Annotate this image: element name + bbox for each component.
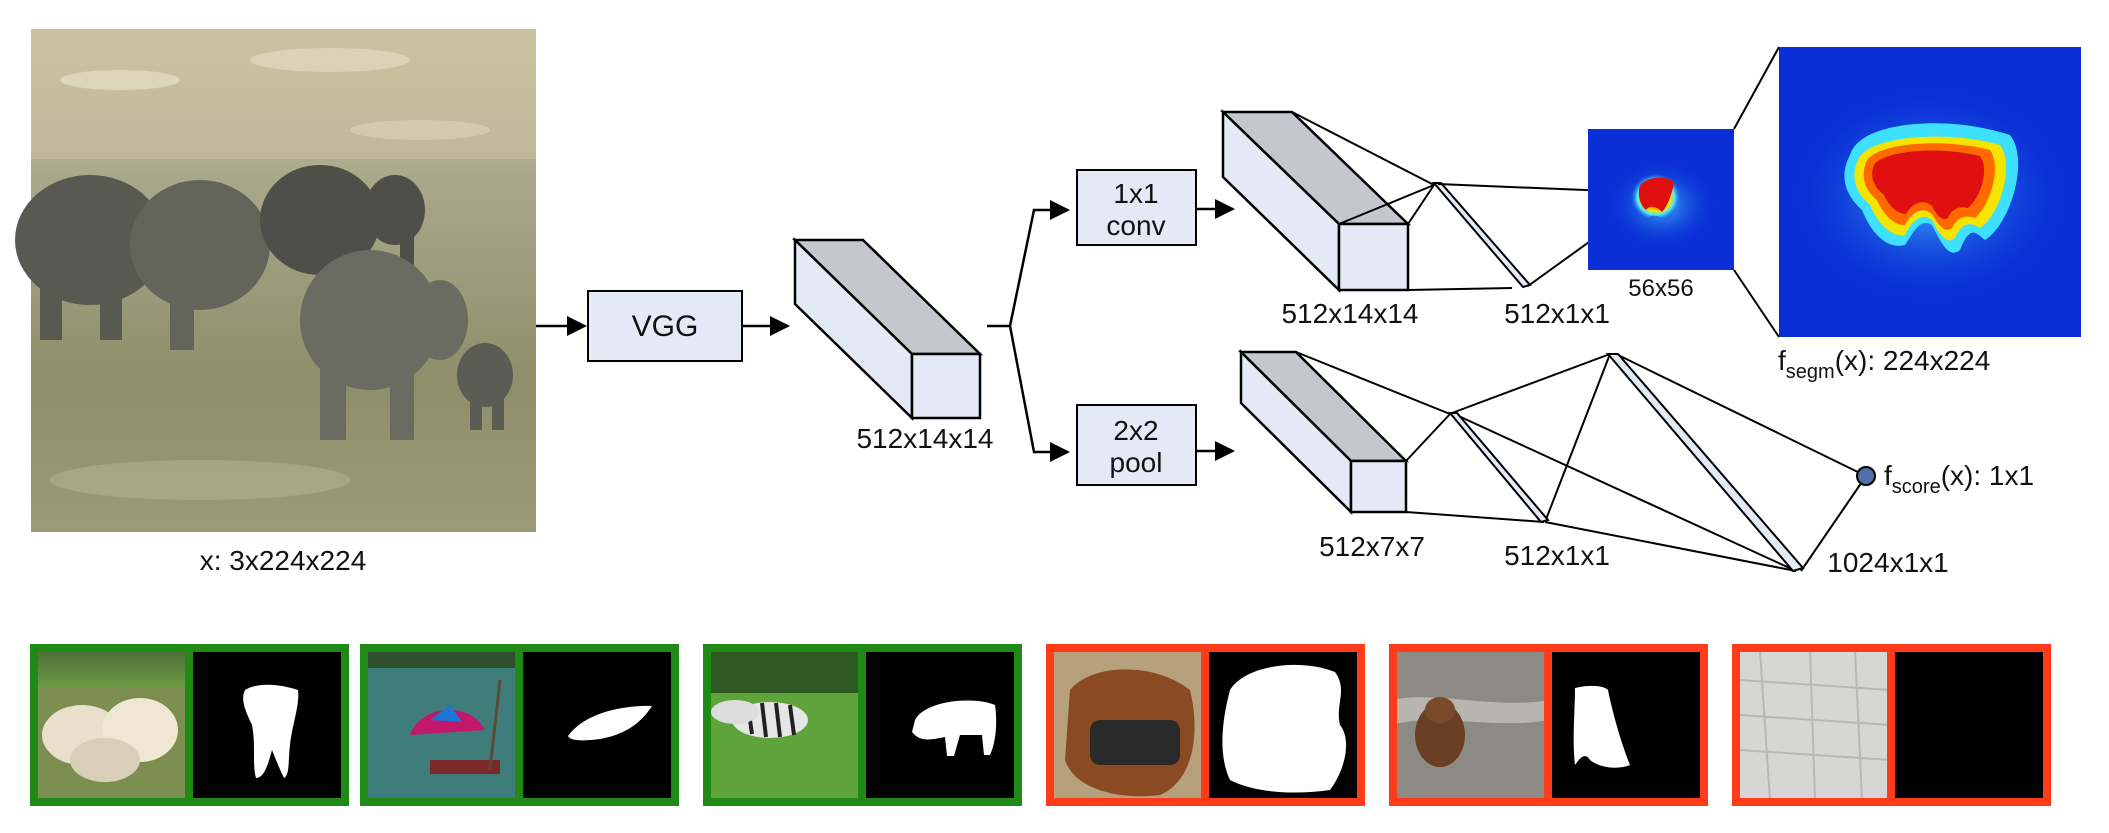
score-fc2-dims: 1024x1x1 xyxy=(1827,547,1948,578)
vgg-box: VGG xyxy=(587,290,743,362)
seg-output-sub: segm xyxy=(1786,361,1835,383)
score-fc1-layer xyxy=(1447,412,1550,524)
seg-output-rest: (x): 224x224 xyxy=(1835,345,1991,376)
seg-fc-connections xyxy=(1291,111,1513,291)
zoom-line-top xyxy=(1733,46,1780,130)
score-fc2-layer xyxy=(1605,353,1805,573)
zebra-mask xyxy=(912,700,997,756)
zebra-photo xyxy=(711,700,808,738)
pavement-mask xyxy=(1891,648,2047,802)
mask-heatmap-small xyxy=(1588,129,1734,270)
umbrella-mask xyxy=(568,705,652,741)
example-pair-pavement xyxy=(1732,644,2051,806)
seg-fc-dims: 512x1x1 xyxy=(1504,298,1610,329)
elephant-herd xyxy=(15,165,513,440)
pool-line2: pool xyxy=(1110,447,1163,478)
conv-line1: 1x1 xyxy=(1113,178,1158,209)
bear-photo xyxy=(1415,703,1465,767)
umbrella-photo xyxy=(410,709,485,735)
example-pair-bear xyxy=(1389,644,1708,806)
score-feature-dims: 512x7x7 xyxy=(1319,531,1425,562)
sheep-mask xyxy=(243,684,299,778)
score-output-f: f xyxy=(1884,460,1892,491)
score-feature-block xyxy=(1237,349,1410,515)
mask-small-dims: 56x56 xyxy=(1628,275,1693,302)
seg-fc-layer xyxy=(1431,182,1532,289)
vgg-label: VGG xyxy=(632,310,699,343)
branch-fork xyxy=(987,200,1070,462)
example-pair-zebra xyxy=(703,644,1022,806)
input-image xyxy=(15,29,536,532)
example-pair-backpack xyxy=(1046,644,1365,806)
pool-line1: 2x2 xyxy=(1113,415,1158,446)
example-pair-sheep xyxy=(30,644,349,806)
conv-line2: conv xyxy=(1106,210,1165,241)
trunk-dims: 512x14x14 xyxy=(856,423,993,454)
seg-feature-block xyxy=(1219,109,1412,293)
conv-1x1-box: 1x1 conv xyxy=(1076,169,1197,246)
trunk-feature-block xyxy=(791,237,984,421)
pavement-photo xyxy=(1739,649,1891,801)
score-output-sub: score xyxy=(1892,476,1941,498)
backpack-mask xyxy=(1222,664,1347,793)
seg-output-f: f xyxy=(1778,345,1786,376)
zoom-line-bottom xyxy=(1733,269,1780,338)
score-output-label: fscore(x): 1x1 xyxy=(1884,460,2034,498)
score-fc-connections xyxy=(1295,351,1867,572)
score-output-node xyxy=(1856,466,1876,486)
score-output-rest: (x): 1x1 xyxy=(1941,460,2034,491)
seg-output-label: fsegm(x): 224x224 xyxy=(1778,345,1990,383)
bear-mask xyxy=(1573,685,1630,768)
seg-feature-dims: 512x14x14 xyxy=(1281,298,1418,329)
example-pair-umbrella-boat xyxy=(360,644,679,806)
input-caption: x: 3x224x224 xyxy=(200,545,367,576)
pool-2x2-box: 2x2 pool xyxy=(1076,404,1197,486)
mask-heatmap-large xyxy=(1779,47,2081,337)
score-fc1-dims: 512x1x1 xyxy=(1504,540,1610,571)
